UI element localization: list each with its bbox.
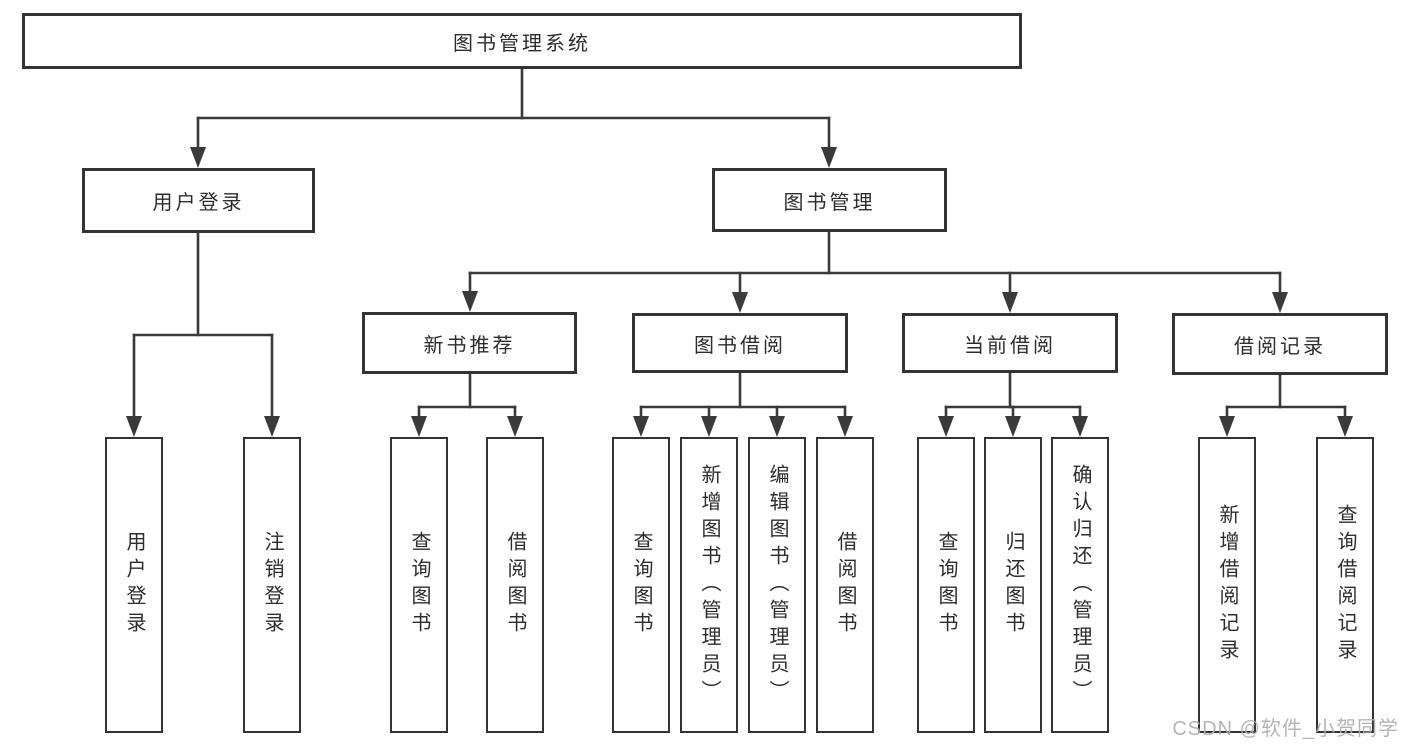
leaf-borrow-books-recommend: 借阅图书 bbox=[486, 437, 544, 733]
leaf-query-books-current: 查询图书 bbox=[917, 437, 975, 733]
node-new-book-recommendation: 新书推荐 bbox=[362, 312, 577, 374]
leaf-label: 查询图书 bbox=[630, 531, 652, 639]
leaf-edit-books-admin: 编辑图书（管理员） bbox=[748, 437, 806, 733]
leaf-label: 注销登录 bbox=[261, 531, 283, 639]
node-book-management: 图书管理 bbox=[712, 168, 947, 232]
csdn-watermark: CSDN @软件_小贺同学 bbox=[1172, 718, 1399, 740]
leaf-logout: 注销登录 bbox=[243, 437, 301, 733]
leaf-label: 新增借阅记录 bbox=[1216, 504, 1238, 666]
leaf-label: 查询图书 bbox=[408, 531, 430, 639]
leaf-borrow-books: 借阅图书 bbox=[816, 437, 874, 733]
leaf-label: 编辑图书（管理员） bbox=[766, 463, 788, 707]
leaf-confirm-return-admin: 确认归还（管理员） bbox=[1051, 437, 1109, 733]
leaf-return-books: 归还图书 bbox=[984, 437, 1042, 733]
leaf-user-login: 用户登录 bbox=[105, 437, 163, 733]
leaf-label: 查询图书 bbox=[935, 531, 957, 639]
node-library-management-system: 图书管理系统 bbox=[22, 13, 1022, 69]
leaf-query-borrow-record: 查询借阅记录 bbox=[1316, 437, 1374, 733]
leaf-label: 借阅图书 bbox=[504, 531, 526, 639]
node-user-login: 用户登录 bbox=[82, 168, 315, 233]
leaf-query-books-borrow: 查询图书 bbox=[612, 437, 670, 733]
leaf-label: 借阅图书 bbox=[834, 531, 856, 639]
leaf-add-books-admin: 新增图书（管理员） bbox=[680, 437, 738, 733]
leaf-query-books-recommend: 查询图书 bbox=[390, 437, 448, 733]
leaf-label: 确认归还（管理员） bbox=[1069, 463, 1091, 707]
node-current-borrowing: 当前借阅 bbox=[902, 313, 1118, 373]
leaf-label: 归还图书 bbox=[1002, 531, 1024, 639]
node-book-borrowing: 图书借阅 bbox=[632, 313, 848, 373]
leaf-label: 用户登录 bbox=[123, 531, 145, 639]
leaf-label: 新增图书（管理员） bbox=[698, 463, 720, 707]
leaf-label: 查询借阅记录 bbox=[1334, 504, 1356, 666]
node-borrowing-records: 借阅记录 bbox=[1172, 313, 1388, 375]
leaf-add-borrow-record: 新增借阅记录 bbox=[1198, 437, 1256, 733]
